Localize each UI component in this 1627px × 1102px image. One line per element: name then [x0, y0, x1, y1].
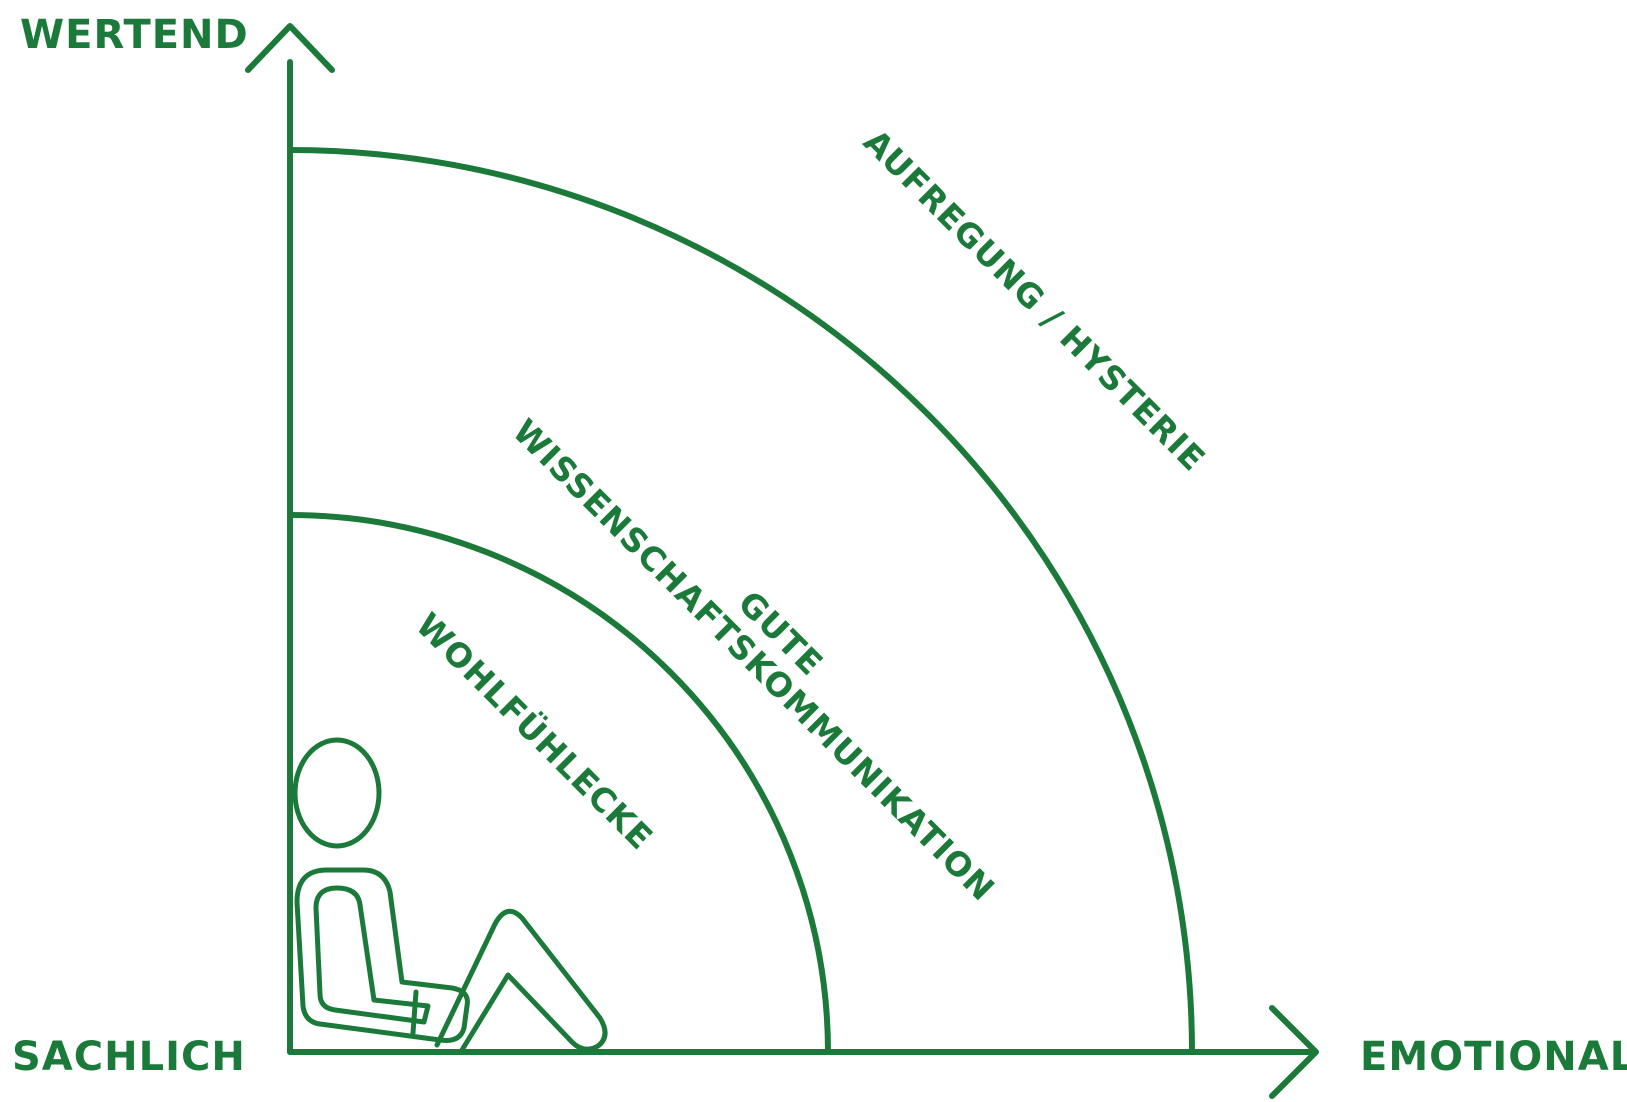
seated-person-icon [292, 737, 608, 1053]
y-axis-label: WERTEND [20, 12, 249, 58]
inner-zone-label: WOHLFÜHLECKE [408, 604, 661, 857]
origin-label: SACHLICH [12, 1034, 246, 1080]
x-axis-arrowhead [1269, 1005, 1319, 1099]
outer-zone-label: AUFREGUNG / HYSTERIE [856, 122, 1213, 479]
middle-zone-label-line2: WISSENSCHAFTSKOMMUNIKATION [505, 411, 1002, 908]
x-axis-label: EMOTIONAL [1360, 1034, 1627, 1080]
y-axis-arrowhead [245, 23, 335, 73]
outer-zone-arc [287, 147, 1195, 1055]
inner-zone-arc [287, 512, 831, 1055]
